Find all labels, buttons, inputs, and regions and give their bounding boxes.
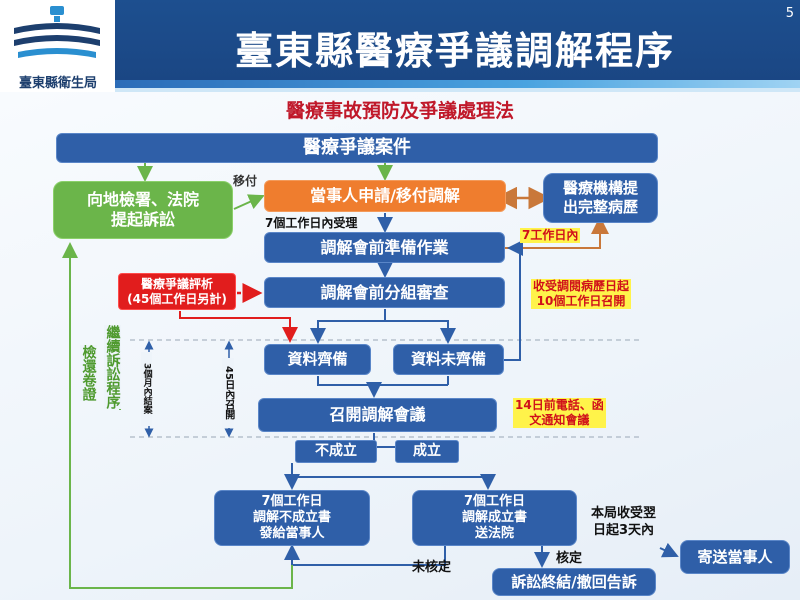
success-node: 成立 [395, 440, 459, 463]
send-parties-node: 寄送當事人 [680, 540, 790, 574]
logo: 臺東縣衛生局 [0, 0, 115, 92]
approved-label: 核定 [556, 551, 583, 566]
transfer-label: 移付 [233, 174, 258, 188]
page-title: 臺東縣醫療爭議調解程序 [234, 29, 675, 73]
prep-node: 調解會前準備作業 [264, 232, 505, 263]
not-approved-label: 未核定 [412, 560, 452, 575]
return-evidence-label: 檢還卷證 [80, 345, 97, 401]
header-accent-line [115, 88, 800, 92]
ten-days-note: 收受調閱病歷日起 10個工作日召開 [531, 279, 632, 309]
court-node: 向地檢署、法院 提起訴訟 [53, 181, 233, 239]
health-bureau-logo-icon [14, 6, 100, 58]
data-not-ready-node: 資料未齊備 [393, 344, 504, 375]
case-node: 醫療爭議案件 [56, 133, 658, 163]
case-end-node: 訴訟終結/撤回告訴 [492, 568, 656, 596]
page-number: 5 [785, 6, 794, 21]
data-ready-node: 資料齊備 [264, 344, 371, 375]
fourteen-days-note: 14日前電話、函 文通知會議 [513, 398, 606, 428]
accept-label: 7個工作日內受理 [265, 216, 358, 230]
evaluation-node: 醫療爭議評析 (45個工作日另計) [118, 273, 236, 310]
logo-text: 臺東縣衛生局 [18, 76, 97, 91]
meeting-node: 召開調解會議 [258, 398, 497, 432]
diagram-subtitle: 醫療事故預防及爭議處理法 [285, 100, 514, 122]
success-document-node: 7個工作日 調解成立書 送法院 [412, 490, 577, 546]
header-bar [0, 0, 800, 92]
three-months-label: 3個月內結案 [141, 352, 152, 426]
fail-document-node: 7個工作日 調解不成立書 發給當事人 [214, 490, 370, 546]
group-review-node: 調解會前分組審查 [264, 277, 505, 308]
forty-five-days-label: 45日內召開 [222, 358, 234, 428]
fail-node: 不成立 [295, 440, 377, 463]
apply-node: 當事人申請/移付調解 [264, 180, 506, 212]
bureau-receive-label: 本局收受翌 日起3天內 [591, 506, 657, 538]
records-node: 醫療機構提 出完整病歷 [543, 173, 658, 223]
continue-litigation-label: 繼續訴訟程序 [104, 325, 121, 409]
seven-days-label: 7工作日內 [520, 228, 581, 243]
